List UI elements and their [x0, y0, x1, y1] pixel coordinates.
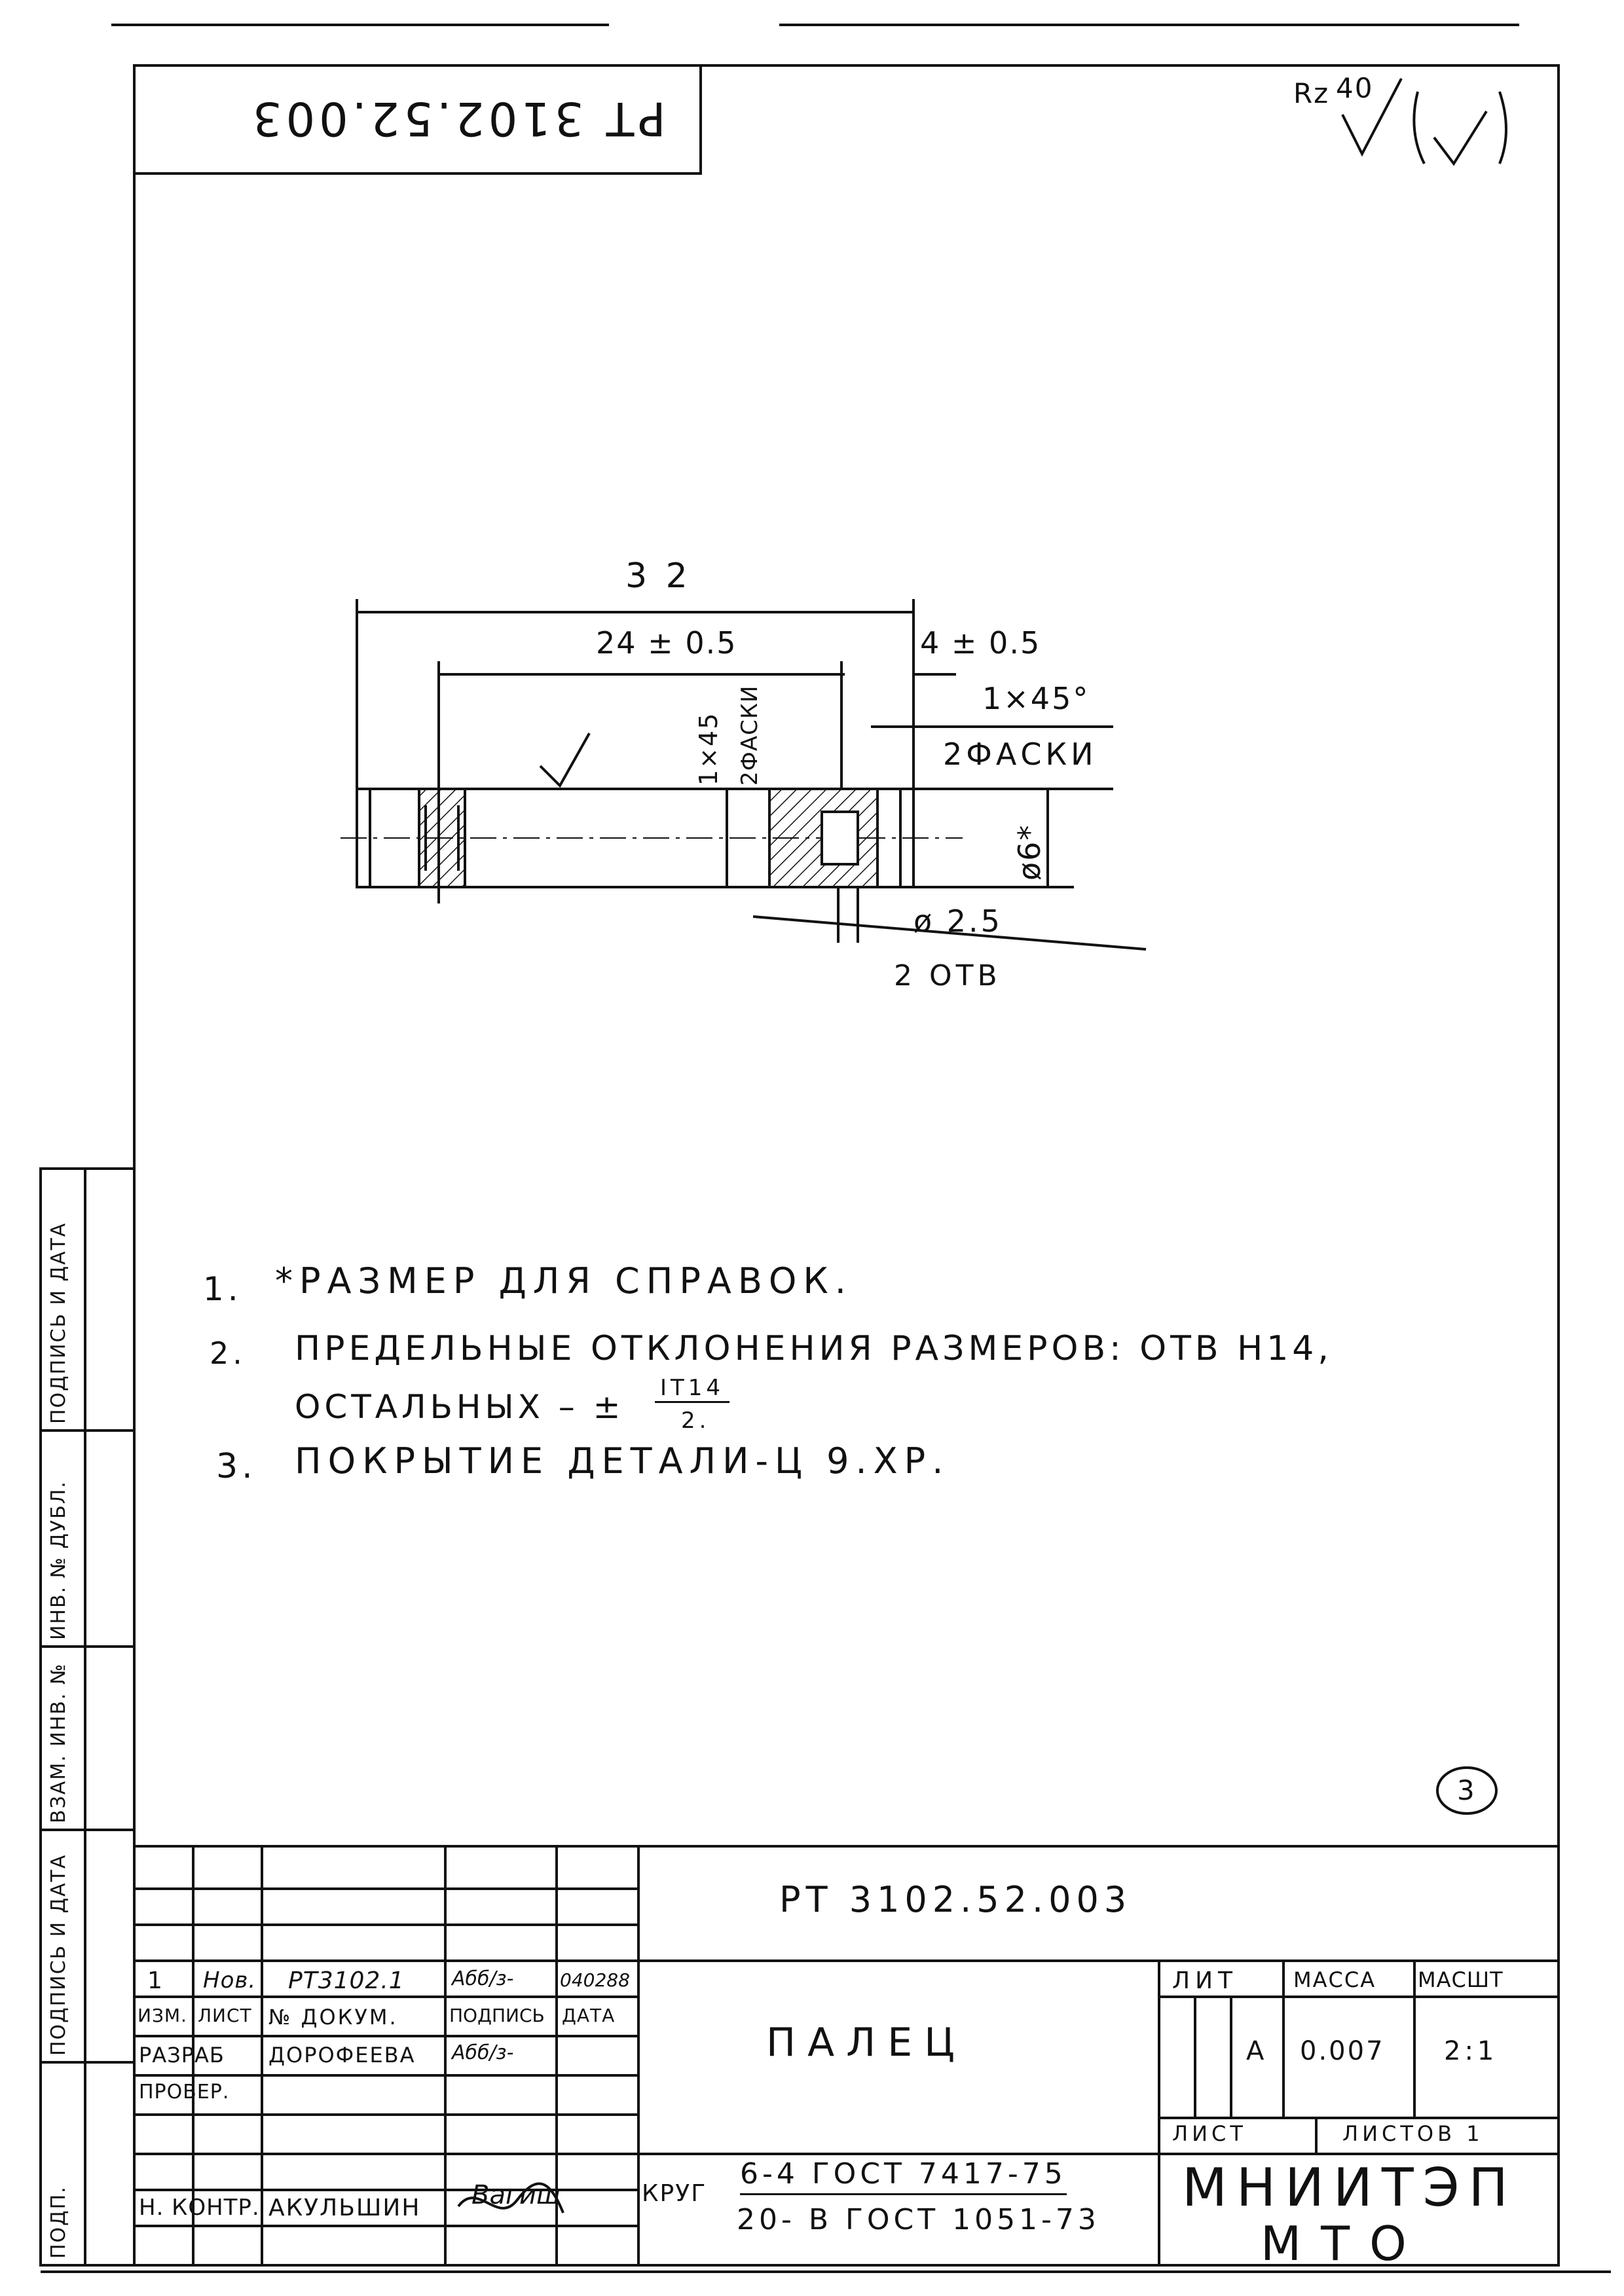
note-2b-text: ОСТАЛЬНЫХ – ± [295, 1388, 625, 1426]
mass-value: 0.007 [1300, 2036, 1385, 2066]
org-line-2: МТО [1261, 2216, 1426, 2271]
org-line-1: МНИИТЭП [1182, 2157, 1517, 2218]
razrab-signature: Абб/з- [452, 2041, 514, 2064]
scale-value: 2:1 [1444, 2036, 1498, 2066]
nkontr-signature-stroke [457, 2182, 564, 2214]
header-doc: № ДОКУМ. [268, 2005, 398, 2030]
dim-chamfer-large-count: 2ФАСКИ [943, 737, 1098, 772]
material-prefix: КРУГ [642, 2180, 707, 2207]
drawing-frame [133, 64, 1560, 2267]
note-1-text: *РАЗМЕР ДЛЯ СПРАВОК. [275, 1260, 853, 1302]
margin-label-inv-dubl: ИНВ. № ДУБЛ. [47, 1480, 70, 1640]
roughness-value: 40 [1336, 72, 1374, 104]
note-3-text: ПОКРЫТИЕ ДЕТАЛИ-Ц 9.ХР. [295, 1440, 950, 1482]
razrab-label: РАЗРАБ [139, 2043, 225, 2068]
roughness-rz: Rz [1293, 77, 1330, 109]
dim-chamfer-large: 1×45° [982, 681, 1090, 716]
margin-label-vzam-inv: ВЗАМ. ИНВ. № [47, 1662, 70, 1823]
material-bottom: 20- В ГОСТ 1051-73 [737, 2203, 1100, 2236]
roughness-mark [539, 733, 591, 788]
change-date: 040288 [560, 1969, 630, 1991]
change-list: Нов. [203, 1967, 257, 1994]
title-part-name: ПАЛЕЦ [766, 2020, 967, 2066]
note-3-num: 3. [216, 1447, 257, 1486]
lit-header: ЛИТ [1172, 1967, 1238, 1994]
note-2-text: ПРЕДЕЛЬНЫЕ ОТКЛОНЕНИЯ РАЗМЕРОВ: ОТВ Н14, [295, 1329, 1333, 1368]
note-2b-fraction-top: IT14 [655, 1375, 730, 1403]
mass-header: МАССА [1293, 1967, 1376, 1992]
dim-overall-length: 3 2 [625, 556, 692, 596]
razrab-name: ДОРОФЕЕВА [268, 2043, 416, 2068]
dim-hole-count: 2 ОТВ [894, 959, 1001, 993]
nkontr-name: АКУЛЬШИН [268, 2195, 421, 2221]
sheet-label: ЛИСТ [1172, 2121, 1247, 2146]
dim-hole-diameter: ø 2.5 [913, 903, 1003, 939]
margin-label-podp: ПОДП. [47, 2185, 70, 2259]
corner-stamp-box [134, 65, 702, 175]
header-date: ДАТА [562, 2005, 616, 2026]
title-doc-number: РТ 3102.52.003 [779, 1879, 1132, 1920]
change-izm: 1 [147, 1967, 163, 1994]
lit-value: А [1246, 2036, 1268, 2066]
roughness-symbol [1341, 78, 1403, 157]
dim-diameter: ø6* [1012, 824, 1047, 881]
header-sign: ПОДПИСЬ [449, 2005, 545, 2026]
margin-label-sign-date-2: ПОДПИСЬ И ДАТА [47, 1222, 70, 1424]
dim-chamfer-small-count: 2ФАСКИ [737, 685, 763, 786]
left-margin-box [39, 1167, 136, 2267]
note-2b-fraction-bottom: 2. [681, 1408, 710, 1434]
header-list: ЛИСТ [198, 2005, 252, 2026]
dim-chamfer-small: 1×45 [694, 712, 723, 786]
sheets-label: ЛИСТОВ 1 [1342, 2121, 1484, 2146]
corner-stamp-number: РТ 3102.52.003 [249, 92, 666, 145]
margin-label-sign-date-1: ПОДПИСЬ И ДАТА [47, 1853, 70, 2056]
material-top: 6-4 ГОСТ 7417-75 [740, 2157, 1067, 2195]
dim-end-length: 4 ± 0.5 [920, 625, 1041, 661]
change-doc: РТ3102.1 [288, 1967, 405, 1994]
sheet-marker: 3 [1457, 1774, 1479, 1806]
dim-body-length: 24 ± 0.5 [596, 625, 737, 661]
nkontr-signature: Вагиш [471, 2180, 561, 2210]
note-2-num: 2. [210, 1336, 246, 1371]
note-1-num: 1. [203, 1270, 242, 1308]
header-izm: ИЗМ. [138, 2005, 187, 2026]
change-sign: Абб/з- [452, 1967, 514, 1990]
sheet-marker-circle [1436, 1766, 1498, 1815]
scale-header: МАСШТ [1418, 1967, 1504, 1992]
nkontr-label: Н. КОНТР. [139, 2195, 260, 2221]
prover-label: ПРОВЕР. [139, 2081, 230, 2104]
